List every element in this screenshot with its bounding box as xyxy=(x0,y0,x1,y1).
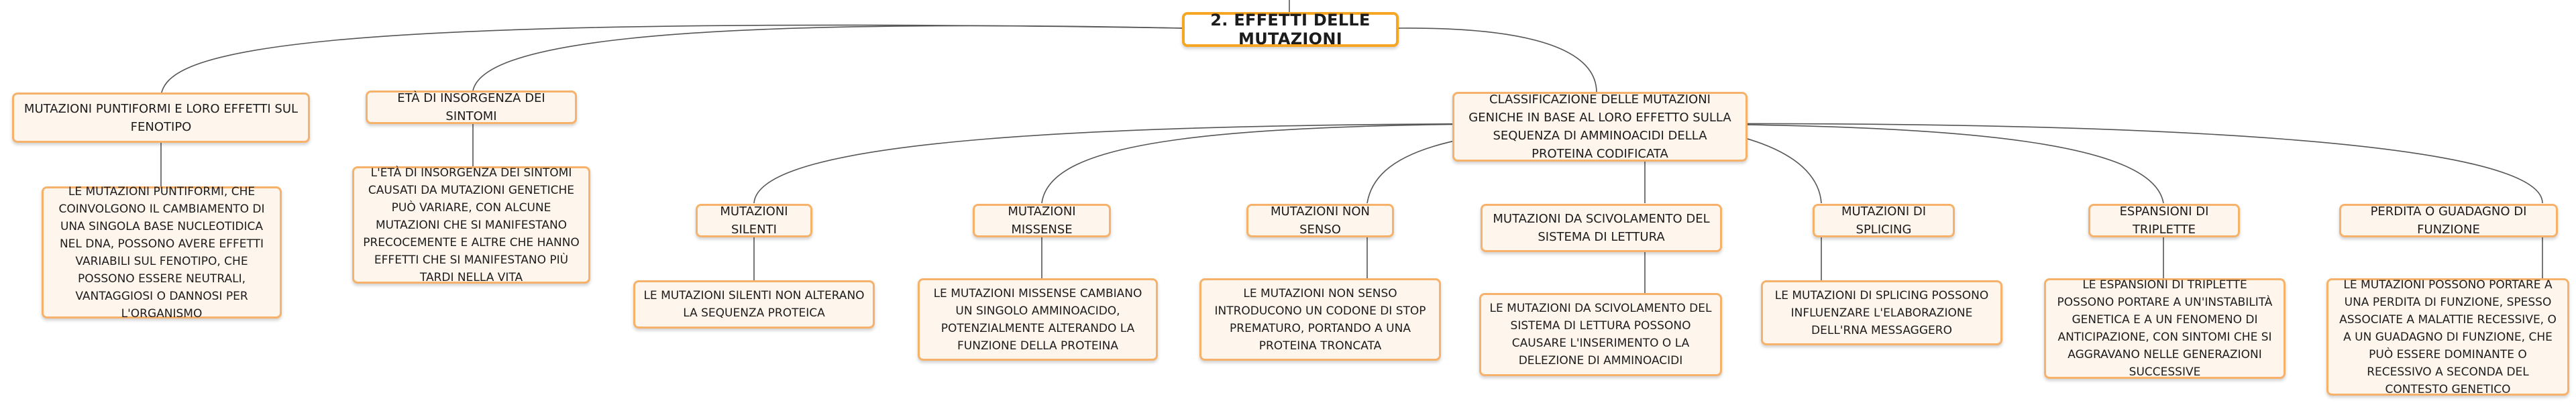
class-nonsense-label: MUTAZIONI NON SENSO xyxy=(1270,205,1371,237)
branch-onset-age[interactable]: ETÀ DI INSORGENZA DEI SINTOMI xyxy=(366,91,577,124)
detail-triplet-expansions-text: LE ESPANSIONI DI TRIPLETTE POSSONO PORTA… xyxy=(2057,278,2273,379)
class-missense[interactable]: MUTAZIONI MISSENSE xyxy=(973,204,1111,237)
class-frameshift[interactable]: MUTAZIONI DA SCIVOLAMENTO DEL SISTEMA DI… xyxy=(1481,204,1722,252)
class-frameshift-label: MUTAZIONI DA SCIVOLAMENTO DEL SISTEMA DI… xyxy=(1493,212,1710,244)
detail-onset-age-text: L'ETÀ DI INSORGENZA DEI SINTOMI CAUSATI … xyxy=(363,166,580,284)
detail-splicing[interactable]: LE MUTAZIONI DI SPLICING POSSONO INFLUEN… xyxy=(1761,280,2002,345)
detail-missense[interactable]: LE MUTAZIONI MISSENSE CAMBIANO UN SINGOL… xyxy=(918,278,1158,361)
class-triplet-expansions[interactable]: ESPANSIONI DI TRIPLETTE xyxy=(2088,204,2240,237)
detail-nonsense[interactable]: LE MUTAZIONI NON SENSO INTRODUCONO UN CO… xyxy=(1199,278,1441,361)
detail-silent-text: LE MUTAZIONI SILENTI NON ALTERANO LA SEQ… xyxy=(643,289,865,320)
detail-missense-text: LE MUTAZIONI MISSENSE CAMBIANO UN SINGOL… xyxy=(933,286,1142,353)
class-splicing-label: MUTAZIONI DI SPLICING xyxy=(1841,205,1927,237)
detail-onset-age[interactable]: L'ETÀ DI INSORGENZA DEI SINTOMI CAUSATI … xyxy=(352,166,590,284)
detail-loss-gain-function[interactable]: LE MUTAZIONI POSSONO PORTARE A UNA PERDI… xyxy=(2326,278,2569,396)
class-triplet-expansions-label: ESPANSIONI DI TRIPLETTE xyxy=(2119,205,2209,237)
detail-frameshift-text: LE MUTAZIONI DA SCIVOLAMENTO DEL SISTEMA… xyxy=(1489,302,1712,367)
detail-point-mutations[interactable]: LE MUTAZIONI PUNTIFORMI, CHE COINVOLGONO… xyxy=(42,185,282,321)
class-silent[interactable]: MUTAZIONI SILENTI xyxy=(696,204,812,237)
class-loss-gain-function[interactable]: PERDITA O GUADAGNO DI FUNZIONE xyxy=(2339,204,2558,237)
detail-silent[interactable]: LE MUTAZIONI SILENTI NON ALTERANO LA SEQ… xyxy=(633,280,875,329)
branch-onset-age-label: ETÀ DI INSORGENZA DEI SINTOMI xyxy=(397,91,545,123)
class-missense-label: MUTAZIONI MISSENSE xyxy=(1008,205,1076,237)
branch-point-mutations[interactable]: MUTAZIONI PUNTIFORMI E LORO EFFETTI SUL … xyxy=(12,93,310,143)
root-label: 2. EFFETTI DELLE MUTAZIONI xyxy=(1210,11,1371,48)
class-silent-label: MUTAZIONI SILENTI xyxy=(720,205,788,237)
class-loss-gain-function-label: PERDITA O GUADAGNO DI FUNZIONE xyxy=(2370,205,2527,237)
branch-classification[interactable]: CLASSIFICAZIONE DELLE MUTAZIONI GENICHE … xyxy=(1452,92,1748,162)
detail-nonsense-text: LE MUTAZIONI NON SENSO INTRODUCONO UN CO… xyxy=(1214,286,1426,353)
detail-loss-gain-function-text: LE MUTAZIONI POSSONO PORTARE A UNA PERDI… xyxy=(2339,278,2557,396)
detail-splicing-text: LE MUTAZIONI DI SPLICING POSSONO INFLUEN… xyxy=(1774,288,1989,337)
detail-frameshift[interactable]: LE MUTAZIONI DA SCIVOLAMENTO DEL SISTEMA… xyxy=(1479,293,1722,376)
class-splicing[interactable]: MUTAZIONI DI SPLICING xyxy=(1813,204,1955,237)
detail-triplet-expansions[interactable]: LE ESPANSIONI DI TRIPLETTE POSSONO PORTA… xyxy=(2044,278,2286,379)
class-nonsense[interactable]: MUTAZIONI NON SENSO xyxy=(1246,204,1394,237)
branch-classification-label: CLASSIFICAZIONE DELLE MUTAZIONI GENICHE … xyxy=(1468,93,1731,161)
root-node[interactable]: 2. EFFETTI DELLE MUTAZIONI xyxy=(1182,11,1399,48)
detail-point-mutations-text: LE MUTAZIONI PUNTIFORMI, CHE COINVOLGONO… xyxy=(58,184,265,321)
branch-point-mutations-label: MUTAZIONI PUNTIFORMI E LORO EFFETTI SUL … xyxy=(23,101,299,134)
